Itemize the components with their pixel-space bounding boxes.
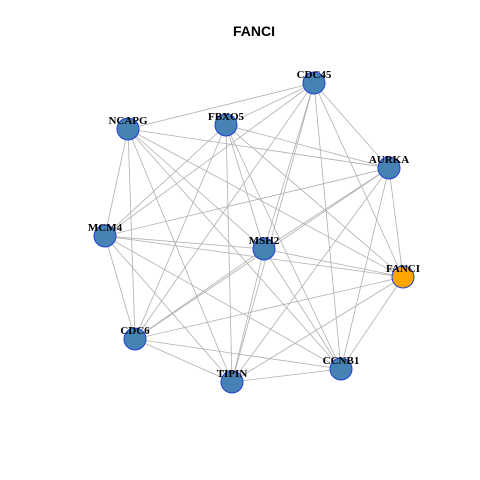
edge-ncapg-fanci [127, 128, 404, 278]
edge-msh2-cdc6 [134, 248, 265, 340]
edge-mcm4-ccnb1 [104, 235, 342, 370]
node-label-fbxo5: FBXO5 [208, 111, 245, 123]
edge-msh2-ccnb1 [263, 248, 342, 370]
node-tipin [220, 370, 244, 394]
edge-fbxo5-aurka [225, 124, 390, 169]
node-label-tipin: TIPIN [217, 368, 248, 380]
node-ncapg [116, 117, 140, 141]
edge-cdc45-tipin [231, 82, 315, 383]
edge-fanci-cdc6 [134, 276, 404, 340]
node-cdc6 [123, 327, 147, 351]
node-label-aurka: AURKA [369, 154, 409, 166]
edge-fbxo5-cdc6 [134, 124, 227, 340]
edge-cdc45-fanci [313, 82, 404, 278]
edge-cdc45-ncapg [127, 82, 315, 130]
edge-mcm4-msh2 [104, 235, 265, 250]
edge-aurka-tipin [231, 167, 390, 383]
edge-cdc6-ccnb1 [134, 338, 342, 370]
edge-tipin-ccnb1 [231, 368, 342, 383]
node-label-msh2: MSH2 [249, 235, 280, 247]
node-aurka [377, 156, 401, 180]
edge-ncapg-msh2 [127, 128, 265, 250]
edge-fbxo5-mcm4 [104, 124, 227, 237]
edge-ncapg-mcm4 [104, 128, 129, 237]
edge-fbxo5-tipin [225, 124, 233, 383]
edge-aurka-fanci [388, 167, 404, 278]
edge-cdc45-fbxo5 [225, 82, 315, 126]
edge-cdc45-ccnb1 [313, 82, 342, 370]
diagram-title: FANCI [233, 23, 275, 39]
node-fanci [391, 265, 415, 289]
edge-fbxo5-msh2 [225, 124, 265, 250]
node-label-cdc45: CDC45 [297, 69, 332, 81]
node-label-cdc6: CDC6 [120, 325, 150, 337]
edge-mcm4-tipin [104, 235, 233, 383]
edge-aurka-mcm4 [104, 167, 390, 237]
edge-cdc45-mcm4 [104, 82, 315, 237]
node-fbxo5 [214, 113, 238, 137]
edge-cdc45-aurka [313, 82, 390, 169]
node-cdc45 [302, 71, 326, 95]
edge-fbxo5-ccnb1 [225, 124, 342, 370]
node-mcm4 [93, 224, 117, 248]
edge-aurka-ccnb1 [340, 167, 390, 370]
edge-ncapg-tipin [127, 128, 233, 383]
edges-layer [104, 82, 404, 383]
nodes-layer [93, 71, 415, 394]
edge-ncapg-aurka [127, 128, 390, 169]
node-label-ncapg: NCAPG [108, 115, 148, 127]
node-label-fanci: FANCI [386, 263, 420, 275]
edge-cdc6-tipin [134, 338, 233, 383]
node-label-ccnb1: CCNB1 [323, 355, 360, 367]
edge-cdc45-msh2 [263, 82, 315, 250]
edge-cdc45-cdc6 [134, 82, 315, 340]
edge-fbxo5-fanci [225, 124, 404, 278]
edge-fanci-tipin [231, 276, 404, 383]
node-msh2 [252, 237, 276, 261]
edge-ncapg-cdc6 [127, 128, 136, 340]
node-ccnb1 [329, 357, 353, 381]
edge-ncapg-ccnb1 [127, 128, 342, 370]
node-label-mcm4: MCM4 [88, 222, 123, 234]
edge-msh2-tipin [231, 248, 265, 383]
edge-mcm4-fanci [104, 235, 404, 278]
edge-aurka-msh2 [263, 167, 390, 250]
edge-fanci-ccnb1 [340, 276, 404, 370]
edge-msh2-fanci [263, 248, 404, 278]
edge-mcm4-cdc6 [104, 235, 136, 340]
